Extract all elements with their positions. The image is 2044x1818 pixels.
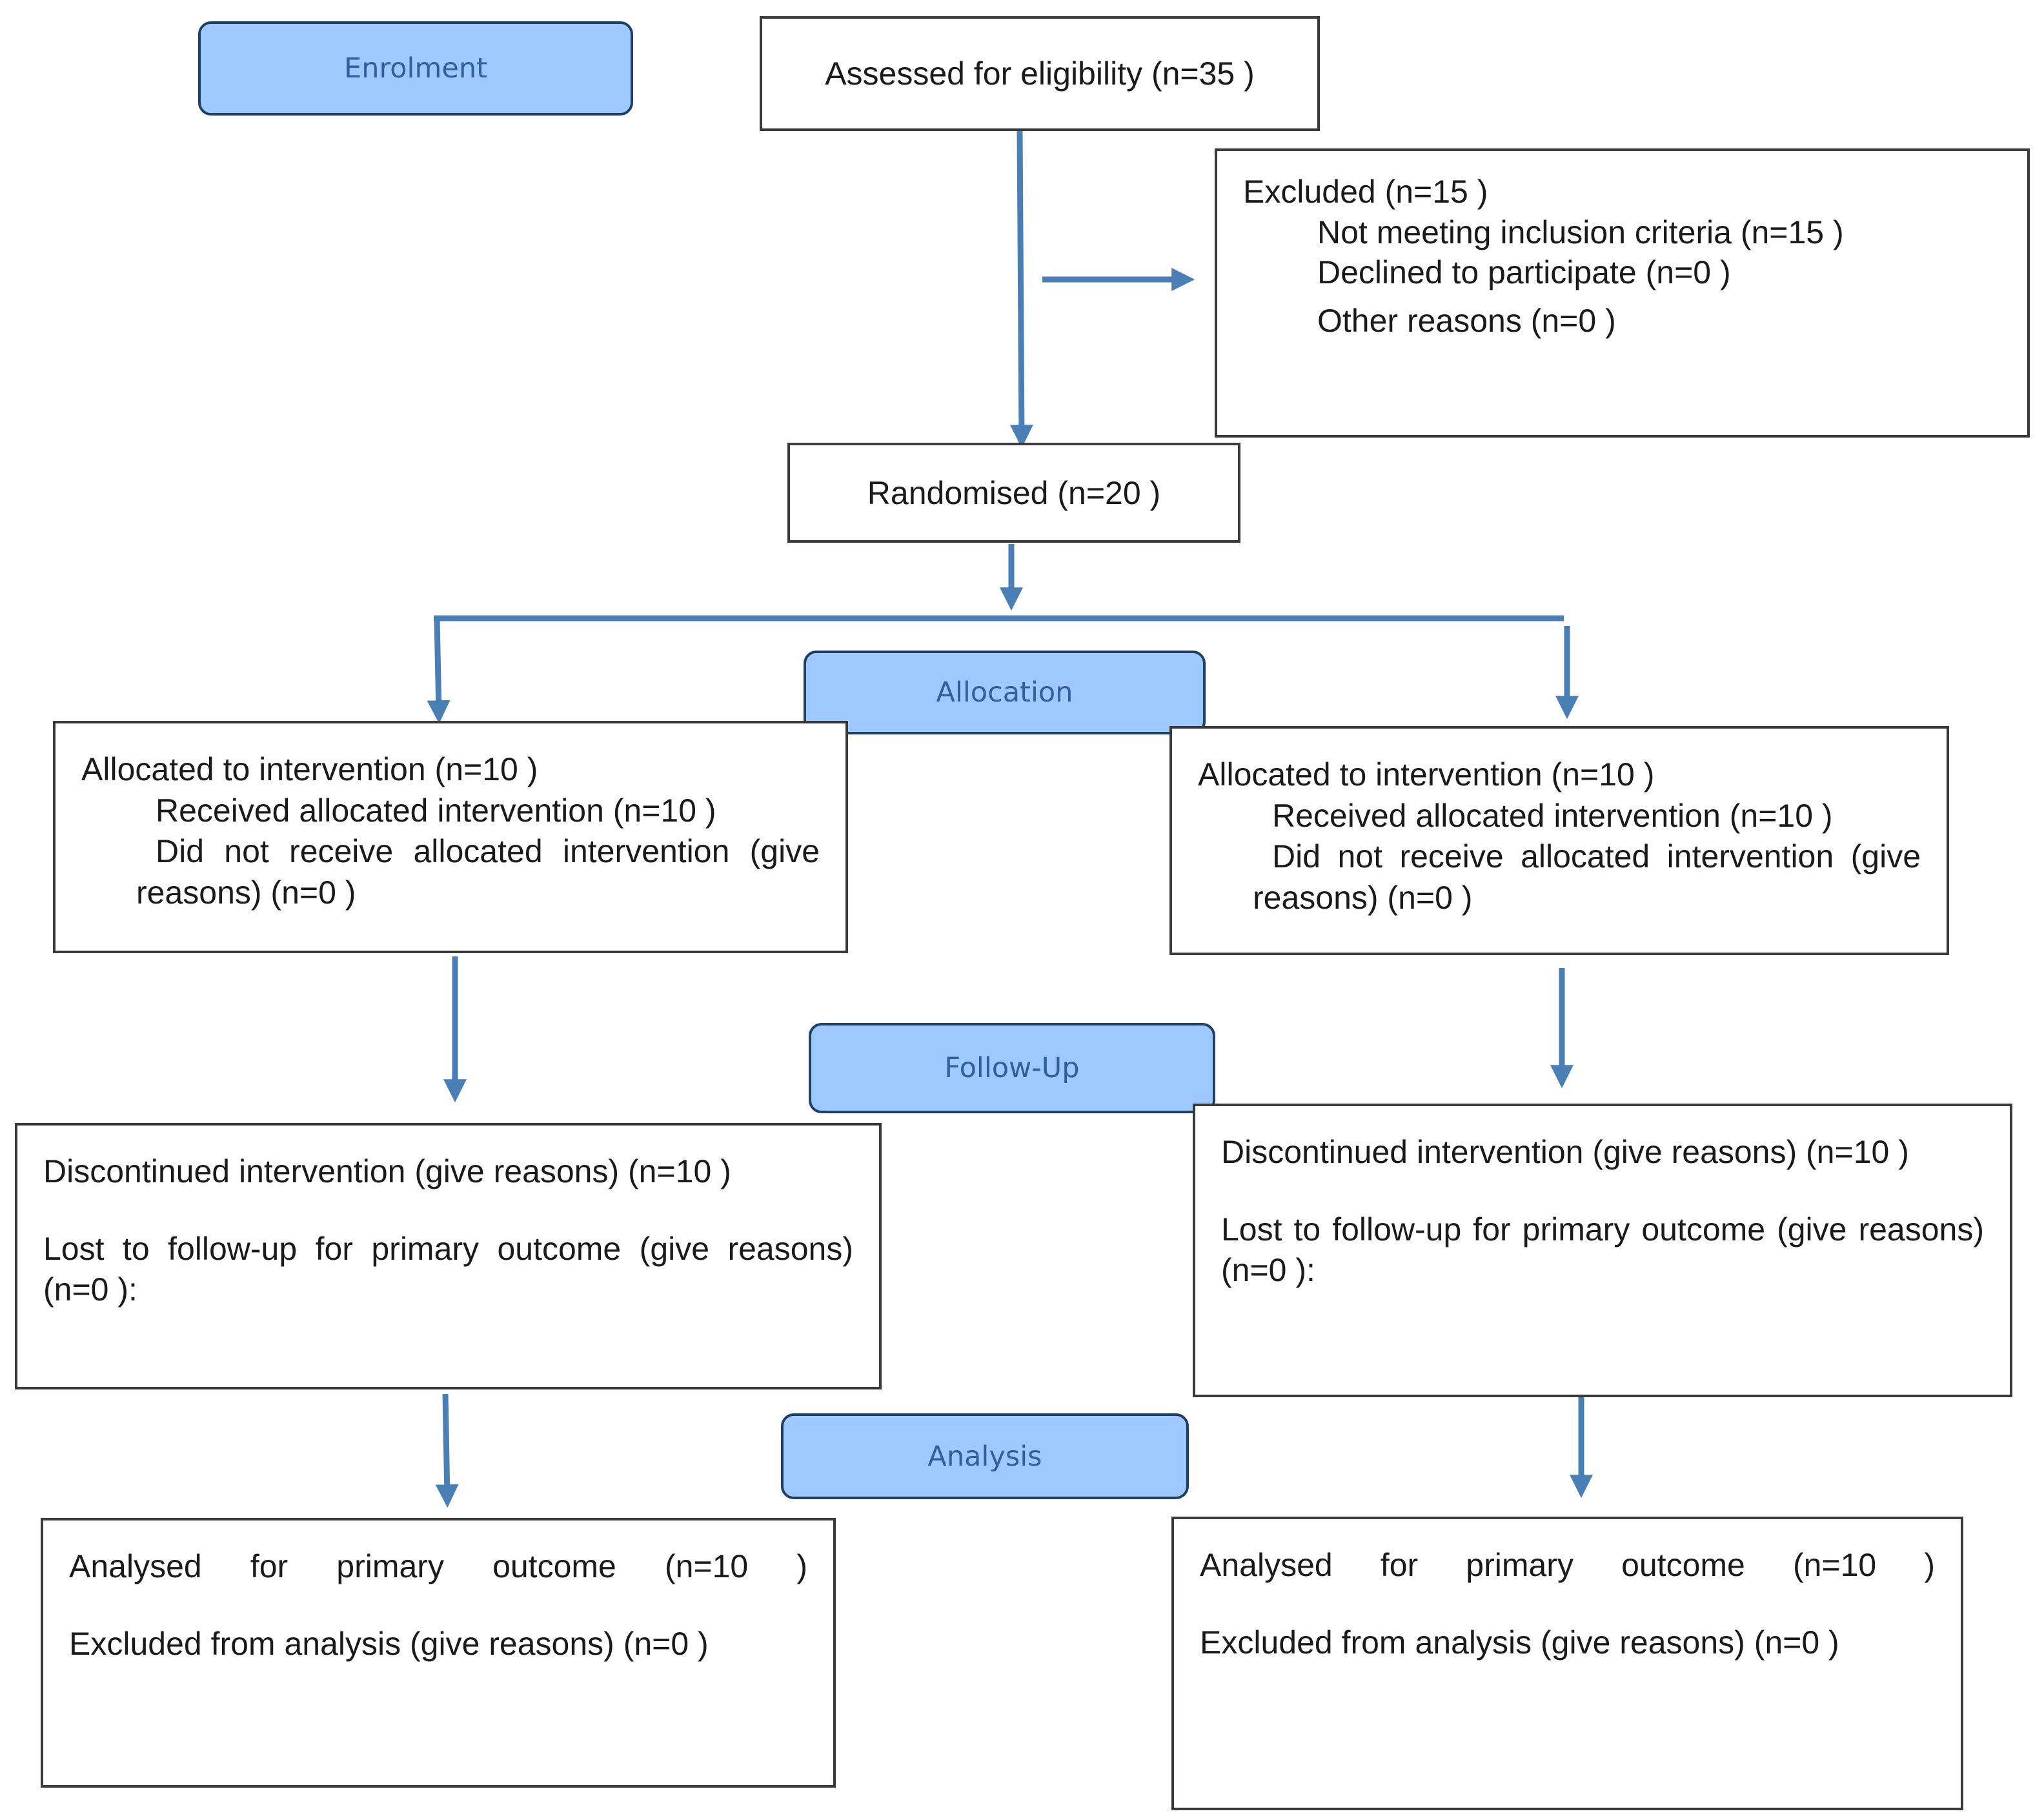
- followup-discontinued: Discontinued intervention (give reasons)…: [1221, 1134, 1909, 1170]
- analysis-excluded: Excluded from analysis (give reasons) (n…: [1200, 1624, 1839, 1661]
- arrow-assessed-to-randomised: [1009, 130, 1033, 449]
- randomised-box: Randomised (n=20 ): [787, 443, 1240, 543]
- excluded-item: Other reasons (n=0 ): [1317, 302, 1616, 339]
- allocation-box-left: Allocated to intervention (n=10 ) Receiv…: [53, 721, 848, 953]
- followup-discontinued: Discontinued intervention (give reasons)…: [43, 1153, 731, 1189]
- excluded-title: Excluded (n=15 ): [1243, 174, 1488, 210]
- stage-enrolment-label: Enrolment: [344, 52, 487, 85]
- allocation-not-received: Did not receive allocated intervention (…: [1253, 838, 1921, 916]
- followup-box-right: Discontinued intervention (give reasons)…: [1193, 1104, 2012, 1397]
- assessed-text: Assessed for eligibility (n=35 ): [825, 56, 1255, 92]
- randomised-text: Randomised (n=20 ): [867, 474, 1161, 511]
- analysis-analysed: Analysed for primary outcome (n=10 ): [1200, 1547, 1935, 1583]
- stage-allocation-label: Allocation: [936, 676, 1073, 709]
- allocation-title: Allocated to intervention (n=10 ): [81, 751, 538, 787]
- allocation-received: Received allocated intervention (n=10 ): [156, 792, 716, 829]
- analysis-box-left: Analysed for primary outcome (n=10 ) Exc…: [41, 1518, 836, 1788]
- stage-enrolment: Enrolment: [198, 21, 633, 116]
- assessed-box: Assessed for eligibility (n=35 ): [760, 16, 1320, 131]
- allocation-received: Received allocated intervention (n=10 ): [1272, 797, 1833, 834]
- stage-follow-up: Follow-Up: [809, 1023, 1215, 1113]
- stage-analysis-label: Analysis: [927, 1440, 1042, 1473]
- analysis-excluded: Excluded from analysis (give reasons) (n…: [69, 1625, 709, 1662]
- allocation-title: Allocated to intervention (n=10 ): [1198, 756, 1655, 793]
- excluded-item: Not meeting inclusion criteria (n=15 ): [1317, 214, 1844, 250]
- analysis-analysed: Analysed for primary outcome (n=10 ): [69, 1548, 807, 1584]
- arrow-split-left: [427, 618, 450, 724]
- arrow-followup-to-analysis-left: [435, 1393, 459, 1508]
- analysis-box-right: Analysed for primary outcome (n=10 ) Exc…: [1171, 1517, 1963, 1810]
- excluded-box: Excluded (n=15 ) Not meeting inclusion c…: [1215, 148, 2030, 438]
- followup-lost: Lost to follow-up for primary outcome (g…: [1221, 1211, 1984, 1289]
- stage-follow-up-label: Follow-Up: [944, 1052, 1080, 1084]
- allocation-box-right: Allocated to intervention (n=10 ) Receiv…: [1169, 726, 1949, 955]
- allocation-not-received: Did not receive allocated intervention (…: [136, 833, 820, 911]
- followup-box-left: Discontinued intervention (give reasons)…: [15, 1123, 882, 1389]
- stage-allocation: Allocation: [804, 651, 1206, 734]
- stage-analysis: Analysis: [781, 1413, 1189, 1499]
- excluded-item: Declined to participate (n=0 ): [1317, 254, 1731, 290]
- followup-lost: Lost to follow-up for primary outcome (g…: [43, 1230, 853, 1308]
